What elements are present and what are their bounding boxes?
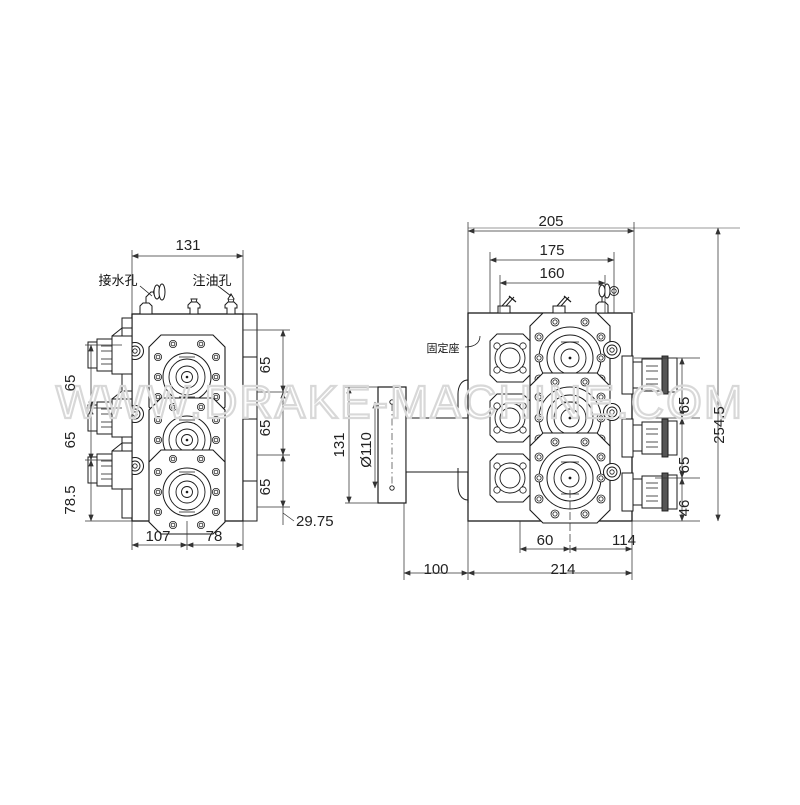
left-view-geometry [87,283,258,535]
dim-text-dia110: Ø110 [358,432,375,468]
label-water-port: 接水孔 [98,273,137,289]
dim-text-65-left-2: 65 [62,432,79,449]
watermark-text: WWW.DRAKE-MACHINE.COM [56,376,745,428]
leader-oil-port [217,285,232,297]
leader-29p75 [282,507,295,525]
annotation-labels: 接水孔 注油孔 固定座 [98,273,459,355]
leader-water-port [139,285,153,297]
dim-text-60: 60 [537,532,554,549]
dim-text-65-right-2: 65 [257,420,274,437]
dim-text-160: 160 [539,265,564,282]
dim-text-65-rr1: 65 [676,397,693,414]
right-square-flange-3 [489,453,531,503]
dim-text-65-right-1: 65 [257,357,274,374]
label-fixed-base: 固定座 [427,341,460,355]
right-collet-3 [632,472,678,512]
dim-text-131-v: 131 [331,432,348,457]
left-side-steps [242,313,258,522]
right-square-flange-1 [489,333,531,383]
right-collet-necks [621,355,634,512]
left-water-port-fitting [139,283,166,315]
dim-text-65-left-1: 65 [62,375,79,392]
dim-text-131-top: 131 [175,237,200,254]
left-dimension-text: 131 65 65 78.5 65 65 65 29.75 107 78 [62,237,334,545]
label-oil-port: 注油孔 [192,274,231,289]
dim-text-78: 78 [206,528,223,545]
dim-text-175: 175 [539,242,564,259]
dim-text-78p5: 78.5 [62,485,79,514]
dim-text-29p75: 29.75 [296,513,334,530]
left-view-dimensions [85,250,295,550]
dim-text-114: 114 [612,532,636,549]
dim-text-214: 214 [550,561,575,578]
right-dimension-text: 205 175 160 131 Ø110 65 65 46 254.5 100 … [331,213,728,578]
dim-text-46: 46 [676,500,693,517]
dim-text-65-rr2: 65 [676,457,693,474]
dim-text-205: 205 [538,213,563,230]
left-oil-port-fitting [224,293,238,315]
mounting-base-plate [377,379,469,504]
right-view-dimensions [345,222,740,580]
right-flange-module-3 [529,432,611,524]
dim-text-100: 100 [423,561,448,578]
left-collet-bodies [111,327,133,490]
leader-fixed-base [464,335,481,348]
label-leaders [139,285,481,348]
dim-text-254p5: 254.5 [711,406,728,444]
dim-text-65-right-3: 65 [257,479,274,496]
dim-text-107: 107 [145,528,170,545]
right-view-geometry [377,283,678,524]
